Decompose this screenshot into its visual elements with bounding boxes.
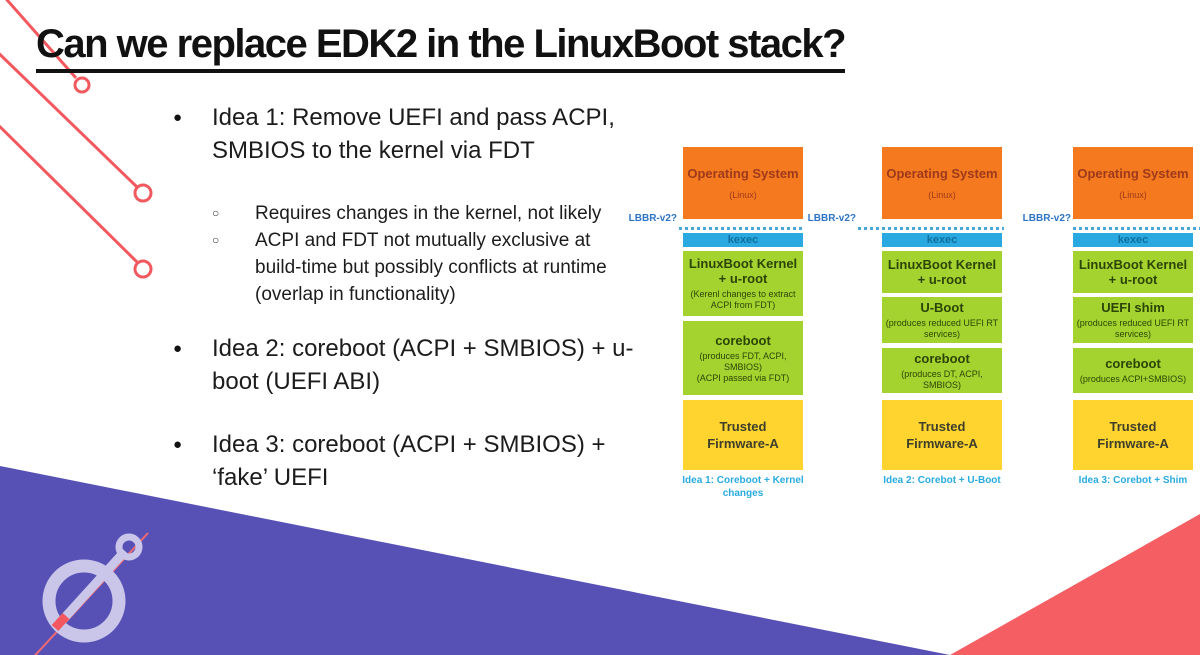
red-corner-triangle (950, 514, 1200, 655)
layer-heading: coreboot (715, 332, 771, 348)
logo-thin-line (34, 532, 149, 655)
layer-heading: U-Boot (920, 300, 964, 315)
layer-note: (produces reduced UEFI RT services) (885, 318, 999, 339)
layer-uboot: U-Boot (produces reduced UEFI RT service… (882, 297, 1002, 343)
layer-note: (produces DT, ACPI, SMBIOS) (901, 368, 983, 390)
layer-heading: coreboot (914, 350, 970, 366)
stack-caption: Idea 1: Coreboot + Kernel changes (682, 475, 804, 499)
layer-heading: LinuxBoot Kernel + u-root (1078, 257, 1188, 287)
brand-logo-icon (34, 532, 149, 655)
layer-uefi-shim: UEFI shim (produces reduced UEFI RT serv… (1073, 297, 1193, 343)
logo-needle (53, 547, 129, 630)
layer-coreboot: coreboot (produces ACPI+SMBIOS) (1073, 348, 1193, 393)
red-diagonal-line (0, 124, 139, 264)
os-box-subtitle: (Linux) (928, 190, 956, 200)
subbullet-2-text: ACPI and FDT not mutually exclusive at b… (255, 230, 607, 305)
trusted-firmware-label: Trusted Firmware-A (1097, 419, 1169, 451)
red-line-end-circle (73, 76, 91, 94)
bullet-idea1-text: Idea 1: Remove UEFI and pass ACPI, SMBIO… (212, 104, 615, 164)
layer-note: (produces reduced UEFI RT services) (1076, 318, 1190, 339)
os-box: Operating System (Linux) (1073, 147, 1193, 219)
layer-linuxboot-kernel: LinuxBoot Kernel + u-root (Kerenl change… (683, 251, 803, 316)
os-box: Operating System (Linux) (882, 147, 1002, 219)
layer-heading: LinuxBoot Kernel + u-root (887, 257, 997, 287)
layer-linuxboot-kernel: LinuxBoot Kernel + u-root (1073, 251, 1193, 293)
trusted-firmware-label: Trusted Firmware-A (906, 419, 978, 451)
trusted-firmware-box: Trusted Firmware-A (882, 400, 1002, 470)
subbullet-1-text: Requires changes in the kernel, not like… (255, 203, 602, 224)
layer-heading: LinuxBoot Kernel + u-root (688, 256, 798, 286)
bullet-idea1: ● Idea 1: Remove UEFI and pass ACPI, SMB… (173, 101, 653, 167)
layer-coreboot: coreboot (produces DT, ACPI, SMBIOS) (882, 348, 1002, 393)
idea1-subbullets: ○ Requires changes in the kernel, not li… (212, 200, 642, 308)
stack-idea2: Operating System (Linux) kexec LinuxBoot… (882, 147, 1002, 487)
kexec-bar: kexec (882, 233, 1002, 247)
layer-heading: UEFI shim (1101, 300, 1165, 315)
layer-note: (Kerenl changes to extract ACPI from FDT… (690, 289, 796, 310)
layer-heading: coreboot (1105, 356, 1161, 371)
logo-needle-red-tip (51, 612, 70, 632)
page-title: Can we replace EDK2 in the LinuxBoot sta… (36, 22, 847, 73)
subbullet-1: ○ Requires changes in the kernel, not li… (212, 200, 642, 227)
dashed-boundary-line (679, 227, 803, 230)
os-box: Operating System (Linux) (683, 147, 803, 219)
os-box-title: Operating System (1077, 166, 1189, 181)
trusted-firmware-label: Trusted Firmware-A (707, 419, 779, 451)
dashed-boundary-line (858, 227, 1004, 230)
bullet-marker-icon: ● (173, 109, 183, 126)
bullet-idea3-text: Idea 3: coreboot (ACPI + SMBIOS) + ‘fake… (212, 431, 606, 491)
logo-ring (42, 559, 126, 643)
subbullet-2: ○ ACPI and FDT not mutually exclusive at… (212, 227, 642, 308)
layer-note: (produces FDT, ACPI, SMBIOS) (ACPI passe… (696, 350, 790, 383)
os-box-title: Operating System (886, 166, 998, 181)
layer-linuxboot-kernel: LinuxBoot Kernel + u-root (882, 251, 1002, 293)
stack-caption: Idea 3: Corebot + Shim (1078, 475, 1188, 486)
subbullet-marker-icon: ○ (212, 206, 220, 220)
lbbr-v2-label: LBBR-v2? (628, 213, 677, 224)
stack-caption: Idea 2: Corebot + U-Boot (883, 475, 1001, 486)
bullet-idea2: ● Idea 2: coreboot (ACPI + SMBIOS) + u-b… (173, 332, 653, 398)
dashed-boundary-line (1073, 227, 1200, 230)
stack-idea3: Operating System (Linux) kexec LinuxBoot… (1073, 147, 1193, 487)
subbullet-marker-icon: ○ (212, 233, 220, 247)
stack-idea1: Operating System (Linux) kexec LinuxBoot… (682, 147, 804, 500)
trusted-firmware-box: Trusted Firmware-A (1073, 400, 1193, 470)
layer-coreboot: coreboot (produces FDT, ACPI, SMBIOS) (A… (683, 321, 803, 395)
lbbr-v2-label: LBBR-v2? (807, 213, 856, 224)
kexec-bar: kexec (683, 233, 803, 247)
bullet-marker-icon: ● (173, 340, 183, 357)
os-box-title: Operating System (687, 166, 799, 181)
page-title-text: Can we replace EDK2 in the LinuxBoot sta… (36, 22, 847, 73)
kexec-bar: kexec (1073, 233, 1193, 247)
red-line-end-circle (133, 183, 153, 203)
logo-pin-head (115, 533, 143, 561)
bullet-idea3: ● Idea 3: coreboot (ACPI + SMBIOS) + ‘fa… (173, 428, 653, 494)
layer-note: (produces ACPI+SMBIOS) (1079, 374, 1187, 384)
red-line-end-circle (133, 259, 153, 279)
bullet-idea2-text: Idea 2: coreboot (ACPI + SMBIOS) + u-boo… (212, 335, 634, 395)
os-box-subtitle: (Linux) (729, 190, 757, 200)
os-box-subtitle: (Linux) (1119, 190, 1147, 200)
bullet-marker-icon: ● (173, 436, 183, 453)
trusted-firmware-box: Trusted Firmware-A (683, 400, 803, 470)
lbbr-v2-label: LBBR-v2? (1022, 213, 1071, 224)
